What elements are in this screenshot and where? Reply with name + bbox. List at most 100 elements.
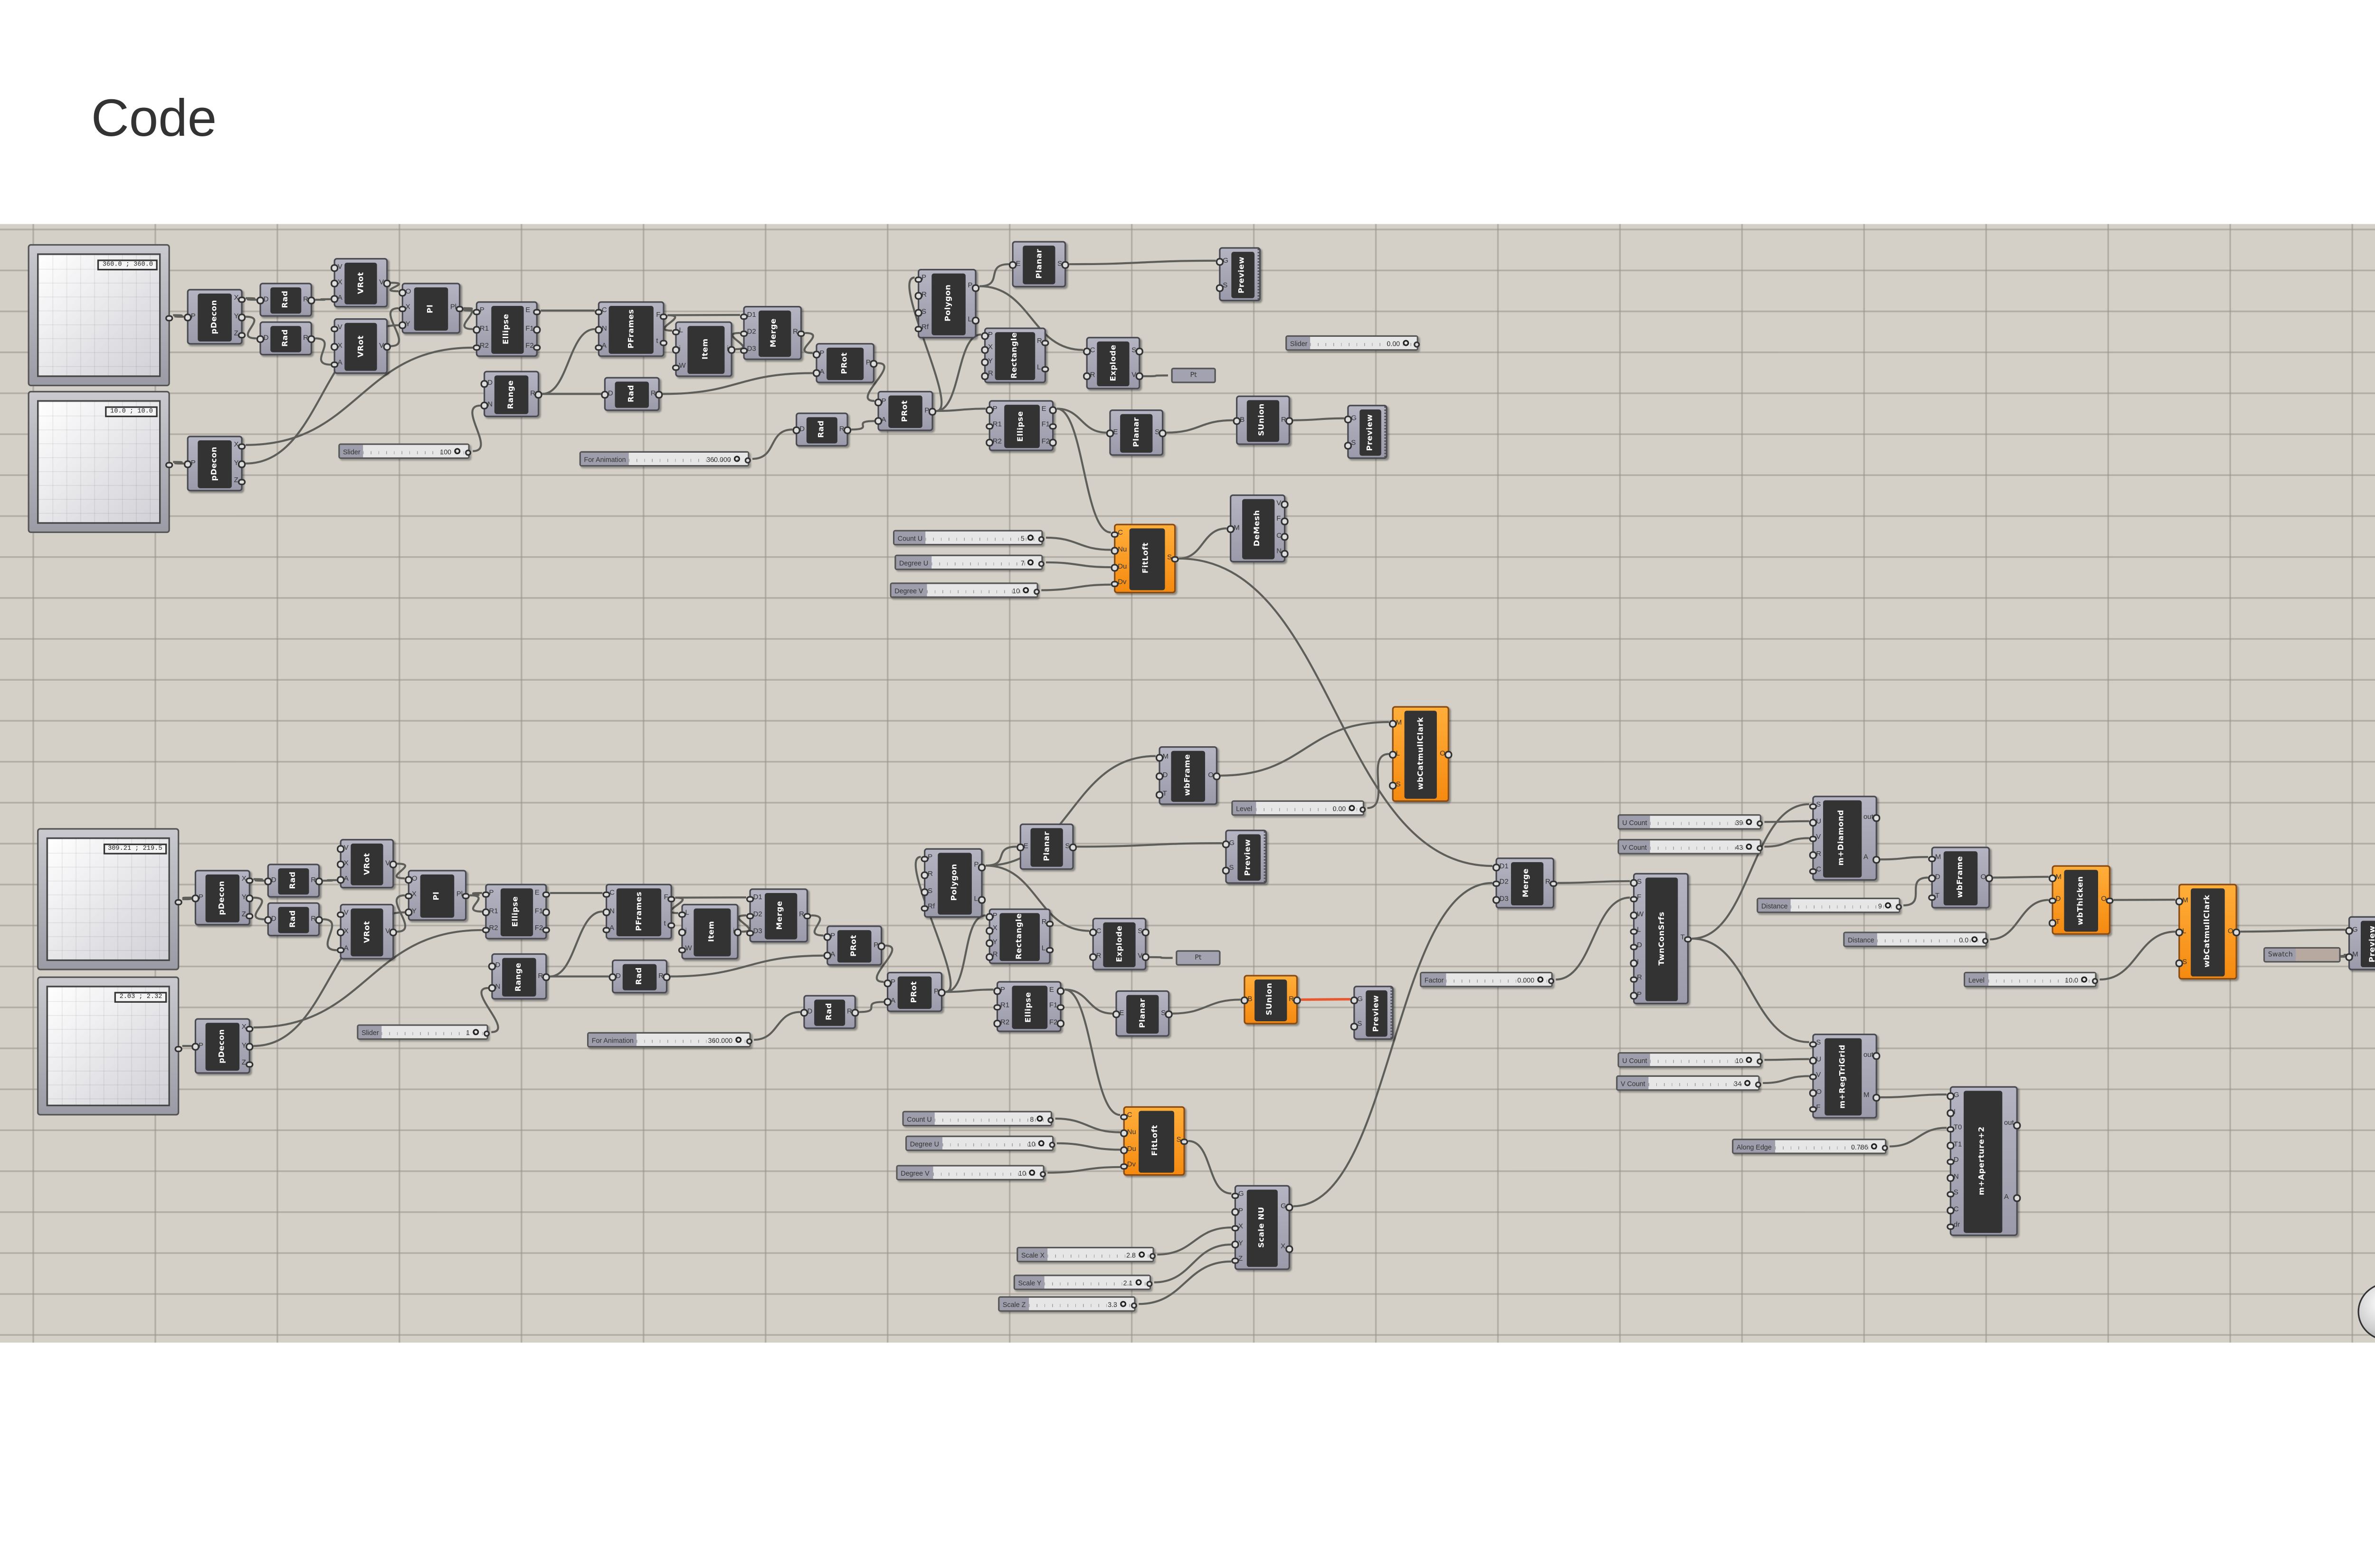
slider-knob[interactable]	[1537, 976, 1544, 983]
input-param-nu[interactable]: Nu	[1121, 1127, 1136, 1137]
input-param-c[interactable]: C	[1809, 865, 1822, 875]
input-param-p[interactable]: P	[915, 274, 929, 283]
input-param-dv[interactable]: Dv	[1121, 1160, 1136, 1170]
input-param-a[interactable]: A	[594, 341, 607, 351]
input-param-v[interactable]: V	[331, 323, 342, 333]
graph-area[interactable]	[37, 253, 161, 377]
input-param-x[interactable]: X	[337, 858, 349, 867]
input-param-a[interactable]: A	[331, 293, 342, 302]
input-param-e[interactable]: E	[1016, 841, 1028, 851]
input-param-y[interactable]: Y	[980, 357, 993, 366]
slider-track[interactable]: 0.00	[1255, 802, 1363, 815]
output-param-f[interactable]: F	[664, 893, 674, 903]
input-param-d2[interactable]: D2	[741, 328, 756, 337]
input-param-nu[interactable]: Nu	[1111, 545, 1127, 554]
input-param-p[interactable]: P	[813, 349, 825, 358]
input-param-d[interactable]: D	[256, 295, 269, 304]
input-param-c[interactable]: C	[1111, 529, 1127, 538]
input-param-p[interactable]: P	[184, 312, 196, 321]
slider-knob[interactable]	[1884, 902, 1891, 909]
output-param-s[interactable]: S	[1057, 259, 1069, 268]
input-param-a[interactable]: A	[813, 367, 825, 376]
input-param-a[interactable]: A	[874, 415, 886, 424]
output-param-i[interactable]: i	[727, 344, 735, 353]
input-param-w[interactable]: W	[672, 361, 686, 371]
input-param-n[interactable]: N	[480, 399, 493, 409]
output-param-r[interactable]: R	[1041, 918, 1054, 927]
input-param-s[interactable]: S	[915, 307, 929, 316]
slider-knob[interactable]	[1022, 587, 1029, 594]
output-param-t[interactable]: t	[656, 338, 666, 346]
input-param-s[interactable]: S	[1223, 864, 1234, 874]
point-param[interactable]: Pt	[1176, 950, 1221, 966]
graph-mapper[interactable]: 10.0 ; 10.0	[28, 390, 172, 533]
input-param-i[interactable]: i	[678, 927, 692, 936]
input-param-s[interactable]: S	[1217, 282, 1228, 291]
slider-knob[interactable]	[1119, 1301, 1127, 1308]
graph-mapper[interactable]: 360.0 ; 360.0	[28, 244, 172, 387]
input-param-b[interactable]: B	[1233, 415, 1245, 424]
input-param-c[interactable]: C	[1121, 1112, 1136, 1120]
input-param-p[interactable]: P	[824, 931, 836, 940]
input-param-d2[interactable]: D2	[1493, 878, 1509, 887]
output-param-out[interactable]: out	[1863, 1050, 1881, 1060]
output-param-v[interactable]: V	[1131, 370, 1143, 380]
slider-knob[interactable]	[1026, 559, 1034, 566]
input-param-dv[interactable]: Dv	[1111, 578, 1127, 588]
input-param-r2[interactable]: R2	[483, 924, 498, 933]
input-param-w[interactable]: W	[1630, 909, 1644, 919]
input-param-g[interactable]: G	[1345, 414, 1357, 423]
input-param-x[interactable]: X	[399, 303, 410, 312]
input-param-r2[interactable]: R2	[986, 436, 1002, 446]
input-param-p[interactable]: P	[874, 396, 886, 406]
output-param-f2[interactable]: F2	[1049, 1017, 1065, 1026]
swatch-colour[interactable]	[2296, 949, 2339, 961]
input-param-m[interactable]: M	[2346, 950, 2358, 960]
slider-knob[interactable]	[1971, 936, 1978, 943]
output-param-f1[interactable]: F1	[534, 906, 551, 915]
input-param-x[interactable]: X	[1232, 1222, 1243, 1231]
input-param-r[interactable]: R	[980, 370, 993, 379]
slider-track[interactable]: 0.786	[1775, 1140, 1885, 1153]
slider-knob[interactable]	[1745, 1056, 1752, 1064]
input-param-f[interactable]: F	[1810, 1104, 1822, 1113]
output-param-n[interactable]: N	[1276, 547, 1290, 557]
input-param-x[interactable]: X	[331, 341, 342, 350]
graph-area[interactable]	[37, 400, 161, 524]
input-param-d[interactable]: D	[792, 424, 805, 433]
input-param-l[interactable]: L	[1630, 926, 1644, 934]
slider-knob[interactable]	[1743, 1079, 1751, 1087]
output-param-s[interactable]: S	[1176, 1136, 1188, 1145]
input-param-l[interactable]: L	[2176, 927, 2188, 936]
slider-track[interactable]: 43	[1650, 840, 1760, 853]
output-param-f1[interactable]: F1	[1041, 420, 1058, 429]
slider-knob[interactable]	[1402, 339, 1409, 347]
output-param-f[interactable]: F	[1276, 515, 1290, 524]
output-param-r[interactable]: R	[658, 971, 672, 980]
